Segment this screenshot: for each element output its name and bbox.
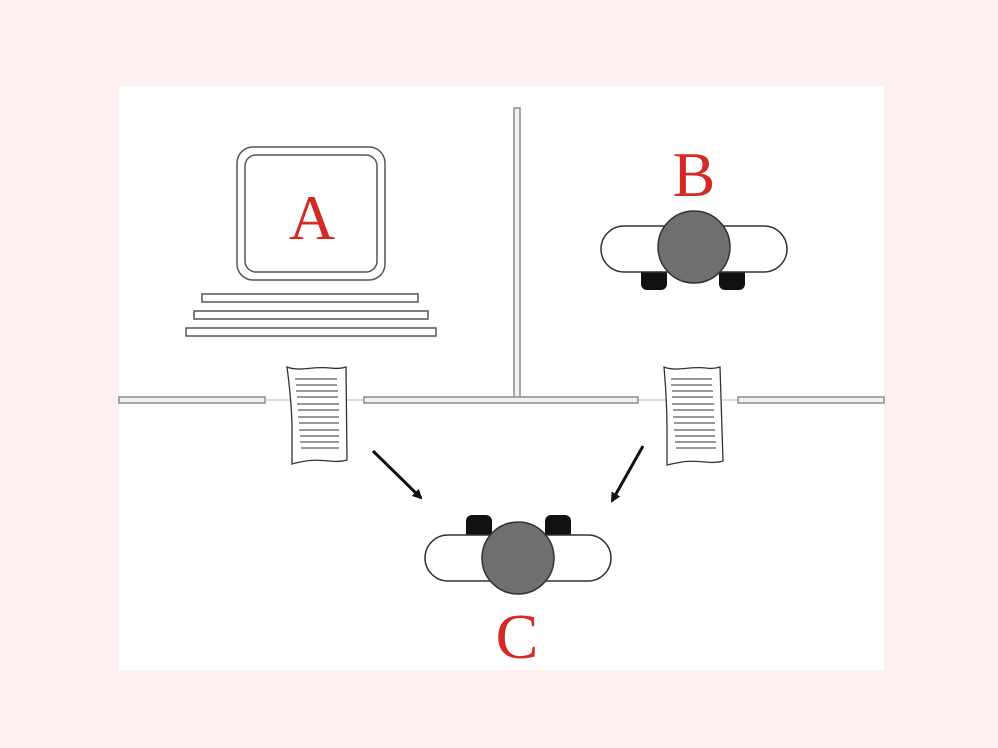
horizontal-wall — [118, 396, 885, 404]
arrow-right-icon — [610, 445, 645, 503]
person-b-icon — [600, 210, 788, 290]
paper-left-icon — [286, 366, 348, 465]
vertical-wall — [513, 107, 521, 401]
label-c: C — [495, 601, 539, 672]
person-c-icon — [424, 515, 612, 595]
paper-right-icon — [663, 365, 724, 466]
computer-monitor-icon — [185, 146, 437, 337]
label-b: B — [672, 139, 716, 210]
label-a: A — [288, 182, 336, 253]
arrow-left-icon — [371, 449, 423, 500]
